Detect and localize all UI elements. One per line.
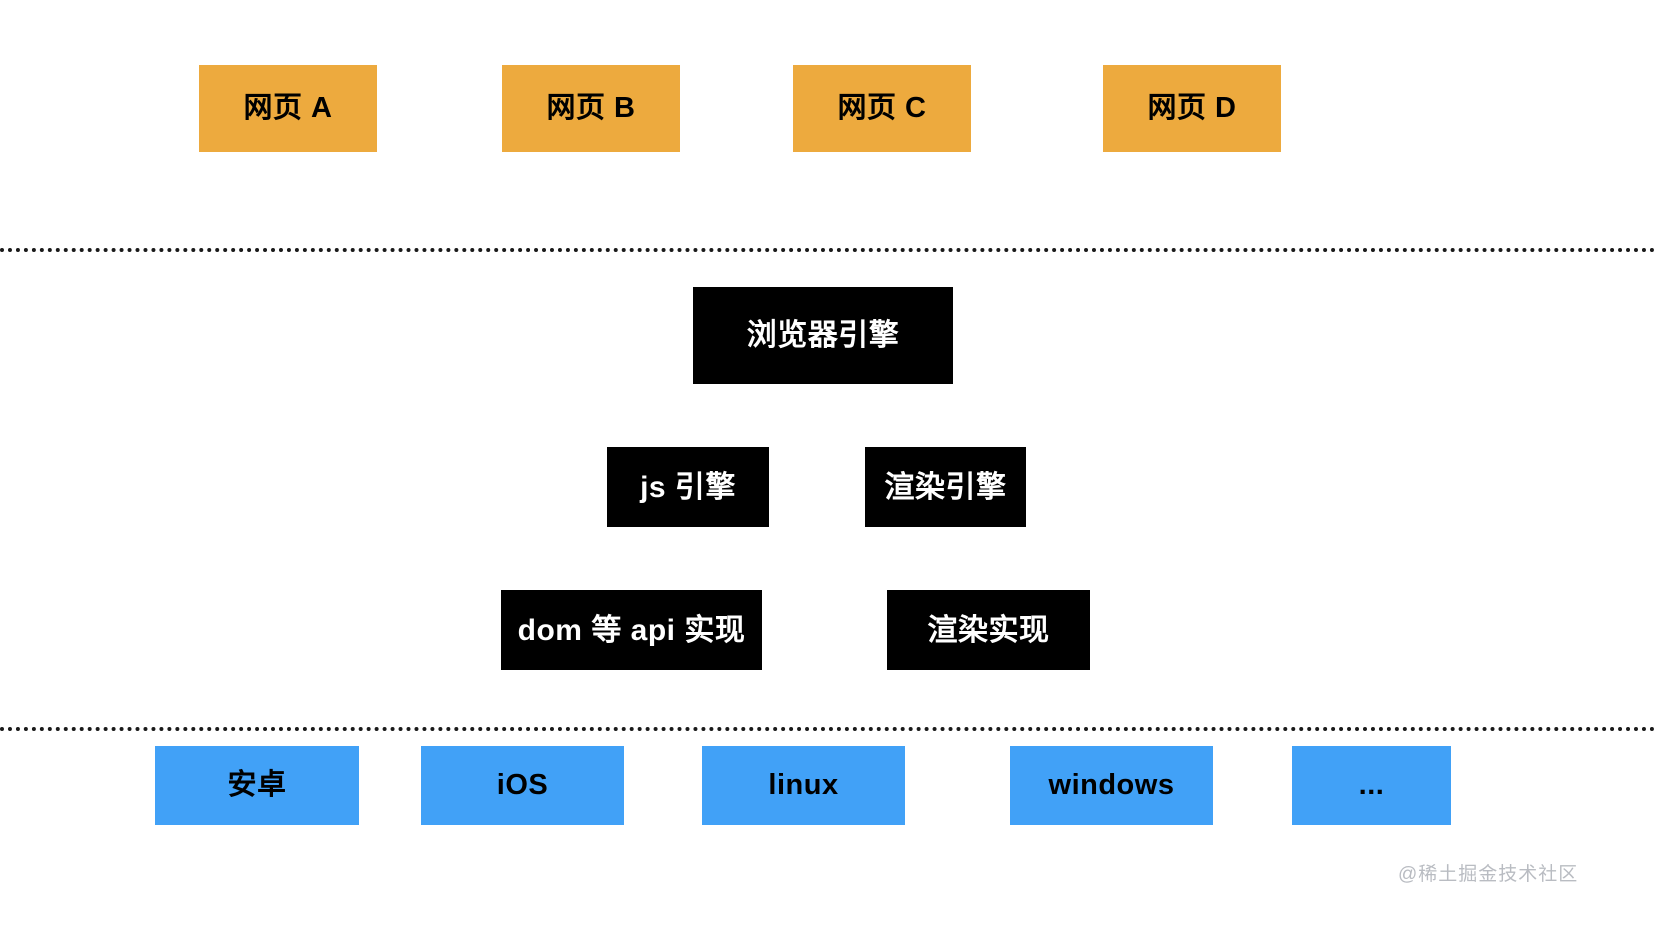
browser-engine-box[interactable]: 浏览器引擎 [693, 287, 953, 384]
render-impl-label: 渲染实现 [927, 613, 1050, 647]
watermark: @稀土掘金技术社区 [1398, 864, 1579, 885]
os-box-windows-label: windows [1048, 768, 1175, 801]
render-impl-box[interactable]: 渲染实现 [887, 590, 1090, 670]
top-divider [0, 248, 1656, 252]
page-box-d[interactable]: 网页 D [1103, 65, 1281, 152]
page-box-d-label: 网页 D [1147, 91, 1237, 124]
dom-api-impl-label: dom 等 api 实现 [517, 613, 746, 647]
page-box-a-label: 网页 A [243, 91, 333, 124]
os-box-ios[interactable]: iOS [421, 746, 624, 825]
page-box-a[interactable]: 网页 A [199, 65, 377, 152]
os-box-android[interactable]: 安卓 [155, 746, 359, 825]
page-box-b[interactable]: 网页 B [502, 65, 680, 152]
page-box-c[interactable]: 网页 C [793, 65, 971, 152]
render-engine-box[interactable]: 渲染引擎 [865, 447, 1026, 527]
dom-api-impl-box[interactable]: dom 等 api 实现 [501, 590, 762, 670]
page-box-b-label: 网页 B [546, 91, 636, 124]
os-box-windows[interactable]: windows [1010, 746, 1213, 825]
js-engine-label: js 引擎 [640, 470, 736, 504]
browser-engine-label: 浏览器引擎 [746, 319, 900, 352]
js-engine-box[interactable]: js 引擎 [607, 447, 769, 527]
os-box-android-label: 安卓 [227, 768, 287, 801]
os-box-more[interactable]: ... [1292, 746, 1451, 825]
os-box-linux[interactable]: linux [702, 746, 905, 825]
os-box-more-label: ... [1358, 768, 1385, 801]
bottom-divider [0, 727, 1656, 731]
render-engine-label: 渲染引擎 [884, 470, 1007, 504]
page-box-c-label: 网页 C [837, 91, 927, 124]
os-box-linux-label: linux [768, 768, 839, 801]
os-box-ios-label: iOS [496, 768, 549, 801]
